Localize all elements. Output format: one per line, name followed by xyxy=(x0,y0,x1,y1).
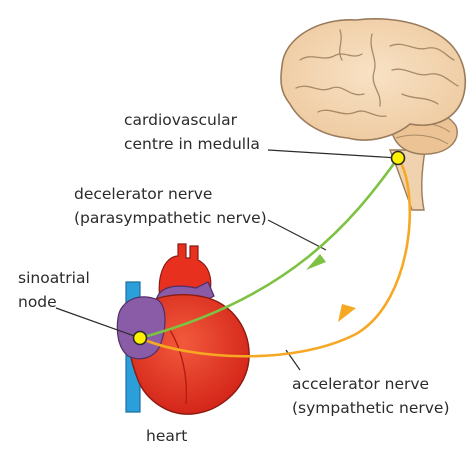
cardiovascular-pointer-line xyxy=(267,149,399,159)
accelerator-arrowhead xyxy=(338,304,356,322)
sinoatrial-label-line1: sinoatrial xyxy=(18,269,90,287)
sinoatrial-label-line2: node xyxy=(18,293,57,311)
brain xyxy=(280,18,467,211)
decelerator-pointer-line xyxy=(267,219,327,251)
accelerator-label-line1: accelerator nerve xyxy=(292,375,430,393)
cardiovascular-label-line1: cardiovascular xyxy=(124,111,238,129)
cardiovascular-label-line2: centre in medulla xyxy=(124,135,260,153)
aorta xyxy=(158,243,212,301)
right-atrium xyxy=(116,296,166,360)
heart xyxy=(116,243,250,415)
sinoatrial-node-marker xyxy=(132,330,148,346)
decelerator-nerve xyxy=(139,157,400,340)
decelerator-label-line2: (parasympathetic nerve) xyxy=(74,209,267,227)
decelerator-arrowhead xyxy=(306,254,326,270)
sinoatrial-pointer-line xyxy=(55,307,141,339)
decelerator-label-line1: decelerator nerve xyxy=(74,185,213,203)
cardiovascular-centre-marker xyxy=(390,150,406,166)
accelerator-label-line2: (sympathetic nerve) xyxy=(292,399,450,417)
heart-label: heart xyxy=(146,427,188,445)
accelerator-nerve xyxy=(139,157,412,358)
